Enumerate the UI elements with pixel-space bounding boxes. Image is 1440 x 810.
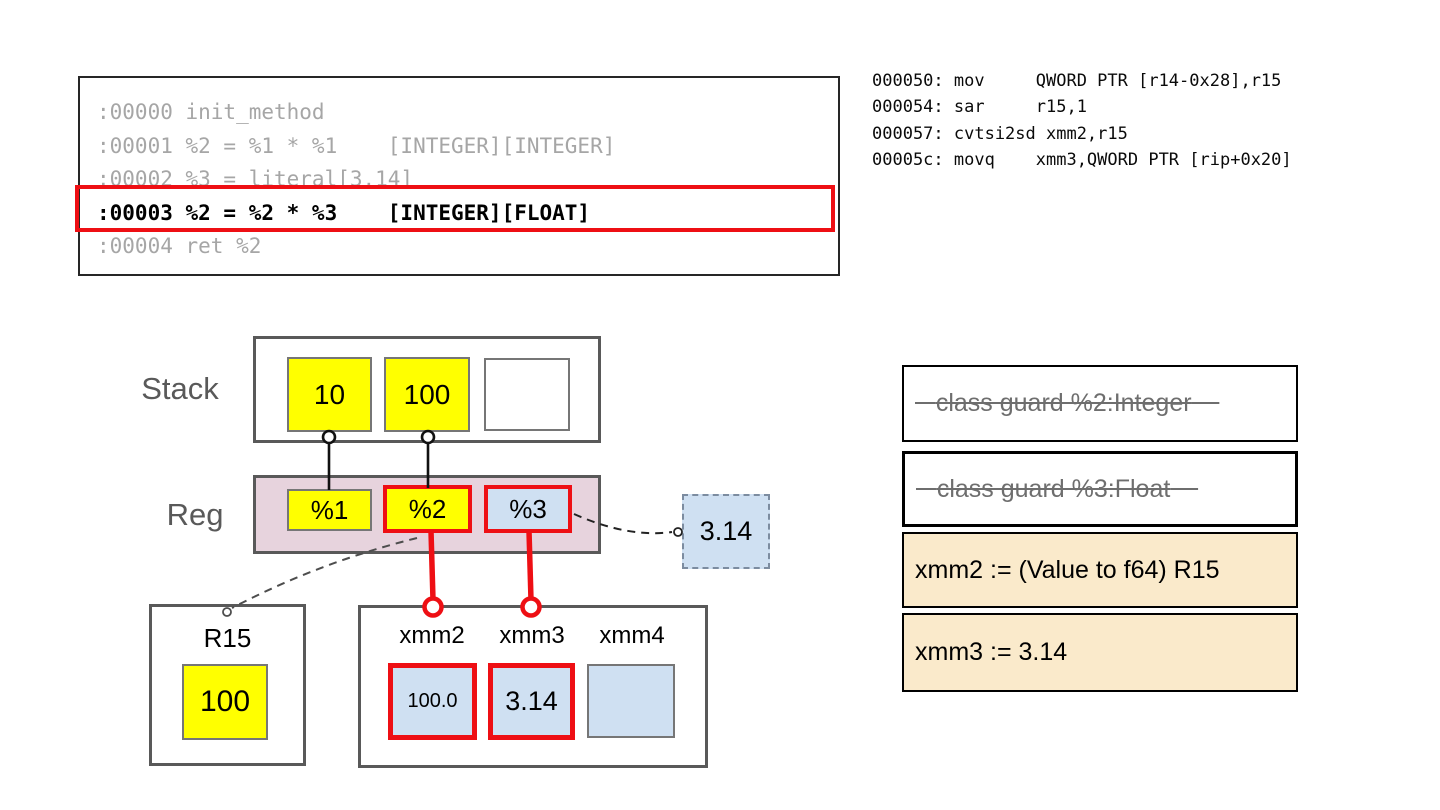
guard-int-text: class guard %2:Integer <box>935 389 1192 417</box>
bytecode-panel: :00000 init_method :00001 %2 = %1 * %1 [… <box>78 76 840 276</box>
r15-value-cell: 100 <box>182 664 268 740</box>
reg-slot-3: %3 <box>484 485 572 533</box>
xmm3-label: xmm3 <box>499 622 565 649</box>
xmm-register-box: xmm2 xmm3 xmm4 100.0 3.14 <box>358 605 708 768</box>
float-literal-box: 3.14 <box>682 494 770 569</box>
stack-slot-1: 100 <box>384 357 470 432</box>
reg-label: Reg <box>166 497 224 532</box>
stack-label: Stack <box>141 371 219 406</box>
op-xmm2-text: xmm2 := (Value to f64) R15 <box>915 555 1220 584</box>
stack-slot-0: 10 <box>287 357 372 432</box>
stack-slot-2-empty <box>484 358 570 431</box>
xmm2-label: xmm2 <box>399 622 465 649</box>
guard-box-int: class guard %2:Integer <box>902 365 1298 442</box>
xmm3-value-cell: 3.14 <box>488 663 575 740</box>
guard-box-float: class guard %3:Float <box>902 451 1298 527</box>
op-xmm3-text: xmm3 := 3.14 <box>915 638 1068 666</box>
guard-float-text: class guard %3:Float <box>936 474 1171 503</box>
bytecode-line-4: :00004 ret %2 <box>97 234 262 258</box>
asm-line-1: 000054: sar r15,1 <box>872 97 1087 118</box>
xmm4-value-cell-empty <box>587 664 675 738</box>
bytecode-line-3-active: :00003 %2 = %2 * %3 [INTEGER][FLOAT] <box>97 200 591 225</box>
xmm2-value-cell: 100.0 <box>388 663 477 740</box>
reg-slot-2: %2 <box>383 485 472 533</box>
bytecode-line-0: :00000 init_method <box>97 100 325 124</box>
op-box-xmm2: xmm2 := (Value to f64) R15 <box>902 532 1298 608</box>
bytecode-line-1: :00001 %2 = %1 * %1 [INTEGER][INTEGER] <box>97 133 616 158</box>
active-bytecode-highlight <box>75 185 835 232</box>
op-box-xmm3: xmm3 := 3.14 <box>902 613 1298 692</box>
xmm4-label: xmm4 <box>599 622 665 649</box>
stack-box: 10 100 <box>253 336 601 443</box>
asm-line-2: 000057: cvtsi2sd xmm2,r15 <box>872 123 1128 144</box>
r15-box: R15 100 <box>149 604 306 766</box>
asm-line-3: 00005c: movq xmm3,QWORD PTR [rip+0x20] <box>872 150 1292 171</box>
register-box: %1 %2 %3 <box>253 475 601 554</box>
r15-label: R15 <box>203 623 252 653</box>
assembly-listing: 000050: mov QWORD PTR [r14-0x28],r15 000… <box>872 68 1292 174</box>
dashed-anchor-literal <box>673 527 683 537</box>
asm-line-0: 000050: mov QWORD PTR [r14-0x28],r15 <box>872 71 1282 91</box>
reg-slot-1: %1 <box>287 489 372 531</box>
